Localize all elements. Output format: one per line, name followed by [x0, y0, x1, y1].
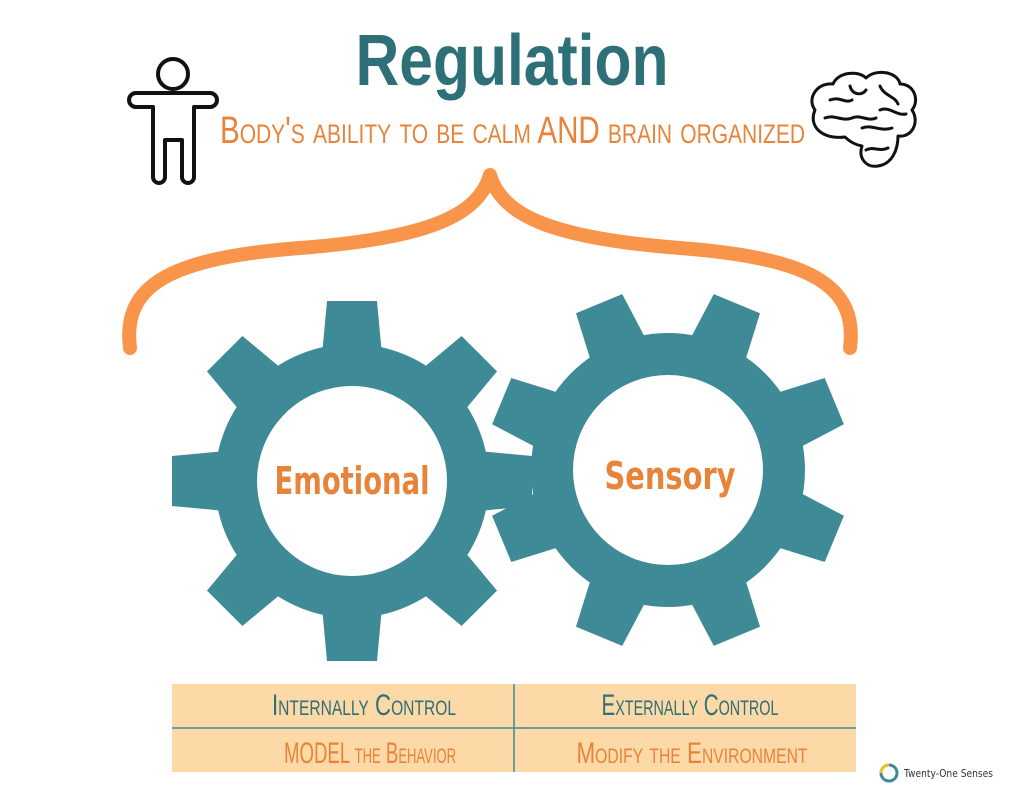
- person-head: [156, 57, 190, 91]
- gear-tooth: [419, 336, 497, 414]
- brain-icon: [810, 70, 917, 168]
- person-body: [127, 91, 219, 185]
- person-icon: [127, 57, 219, 185]
- gear-tooth: [207, 548, 285, 626]
- gear-sensory: [492, 294, 844, 646]
- gear-tooth: [172, 451, 226, 511]
- gear-tooth: [322, 301, 382, 355]
- subtitle: Body's ability to be calm AND brain orga…: [220, 110, 805, 152]
- gear-emotional: [172, 301, 532, 661]
- logo-ring-icon: [879, 763, 899, 783]
- table-cell: Modify the Environment: [577, 737, 808, 770]
- logo-name: Twenty-One Senses: [903, 767, 993, 780]
- table-cell: MODEL the Behavior: [284, 737, 456, 770]
- page-title: Regulation: [356, 21, 669, 101]
- brand-logo: Twenty-One Senses: [879, 763, 993, 783]
- gear-label-sensory: Sensory: [605, 454, 736, 498]
- gear-tooth: [478, 451, 532, 511]
- gear-label-emotional: Emotional: [275, 459, 430, 503]
- brain-folds: [823, 84, 908, 152]
- gear-ring: [531, 333, 805, 607]
- gear-tooth: [322, 607, 382, 661]
- gear-tooth: [207, 336, 285, 414]
- table-cell: Externally Control: [602, 689, 779, 722]
- curly-brace: [122, 168, 858, 355]
- strategy-table: Internally Control Externally Control MO…: [172, 684, 856, 772]
- gear-tooth: [419, 548, 497, 626]
- gear-ring: [215, 344, 489, 618]
- table-cell: Internally Control: [272, 689, 456, 722]
